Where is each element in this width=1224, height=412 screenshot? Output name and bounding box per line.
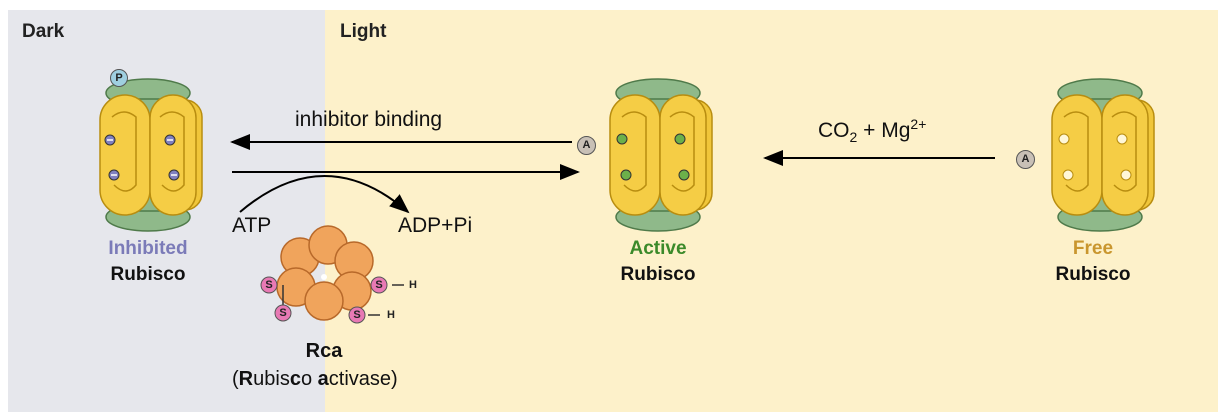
light-label: Light [340,21,387,42]
s-label-1: S [265,279,273,291]
co2-mg-label: CO2 + Mg2+ [818,116,927,146]
phosphate-marker: P [110,69,128,87]
s-label-3: S [375,279,383,291]
s-badges [260,276,388,324]
inhibited-rubisco-label: Rubisco [110,264,186,285]
free-a-marker: A [1016,150,1035,169]
adp-pi-label: ADP+Pi [398,214,473,237]
atp-adp-arrow [239,175,410,214]
inhibited-rubisco-icon [99,78,203,232]
inhibitor-binding-label: inhibitor binding [295,108,443,131]
atp-label: ATP [232,214,272,237]
active-rubisco-label: Rubisco [620,264,696,285]
free-label: Free [1072,238,1114,259]
active-a-marker: A [577,136,596,155]
active-rubisco-icon [609,78,713,232]
inhibited-label: Inhibited [108,238,188,259]
h-label-2: H [387,309,395,321]
rca-label: Rca [305,340,343,362]
rca-icon [276,225,404,321]
s-label-4: S [353,309,361,321]
rca-full-name: (Rubisco activase) [232,368,398,390]
active-label: Active [629,238,687,259]
free-rubisco-label: Rubisco [1055,264,1131,285]
free-rubisco-icon [1051,78,1155,232]
s-label-2: S [279,307,287,319]
h-label-1: H [409,279,417,291]
dark-label: Dark [22,21,65,42]
